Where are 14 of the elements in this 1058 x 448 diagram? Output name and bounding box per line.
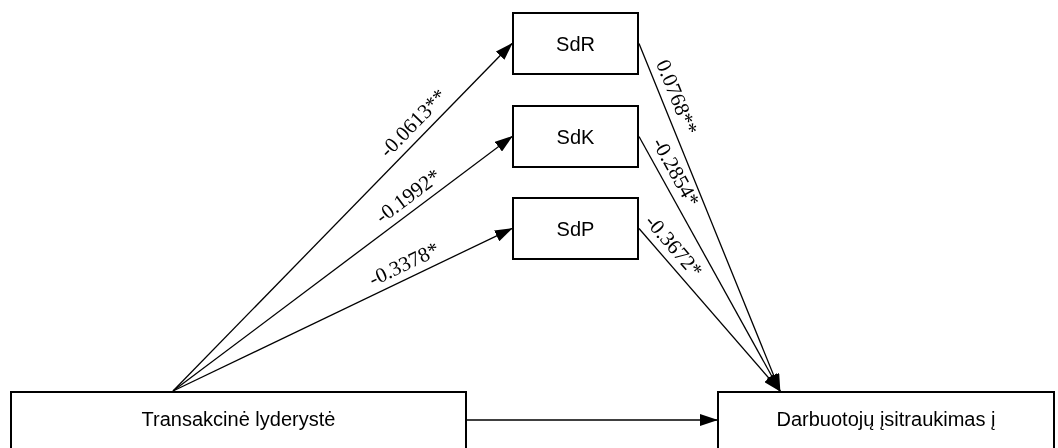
arrow bbox=[638, 227, 781, 392]
arrow bbox=[172, 135, 513, 392]
arrow bbox=[172, 227, 513, 392]
variable-box bbox=[512, 105, 639, 168]
variable-box bbox=[717, 391, 1055, 448]
node-text: Darbuotojų įsitraukimas į bbox=[776, 407, 996, 431]
node-text: SdR bbox=[556, 32, 595, 56]
node-text: Transakcinė lyderystė bbox=[141, 407, 336, 431]
arrow bbox=[466, 414, 718, 426]
variable-box bbox=[512, 12, 639, 75]
node-text: SdK bbox=[556, 125, 595, 149]
variable-box bbox=[10, 391, 467, 448]
node-text: SdP bbox=[556, 217, 595, 241]
variable-box bbox=[512, 197, 639, 260]
